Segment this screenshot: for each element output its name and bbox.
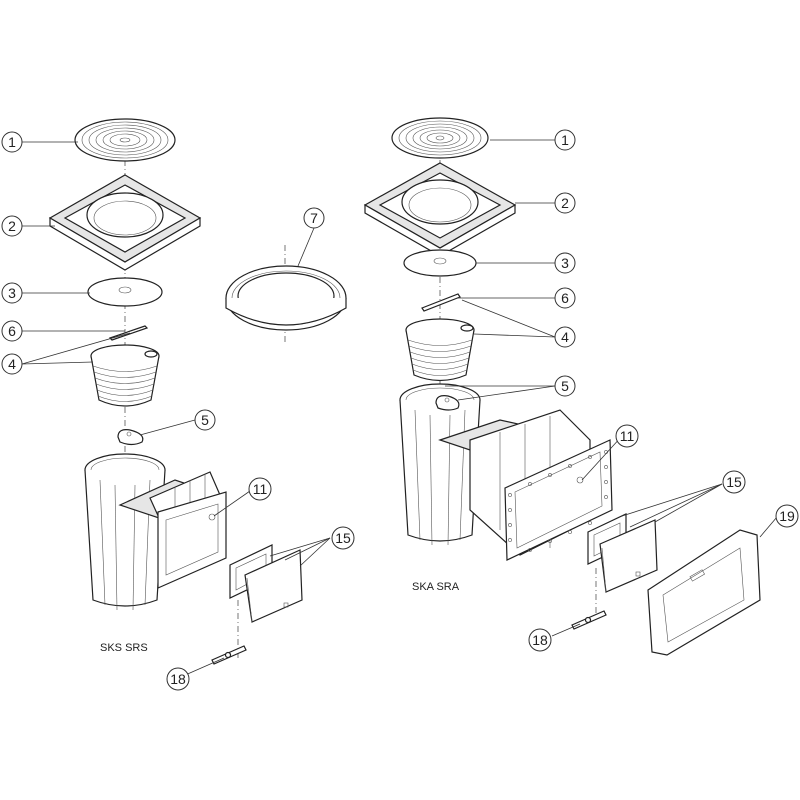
callout-right-15: 15 (722, 470, 746, 494)
right-skimmer-body (399, 383, 613, 561)
right-flange-holes (508, 450, 608, 552)
callout-left-15: 15 (331, 526, 355, 550)
svg-text:2: 2 (561, 195, 569, 211)
svg-text:3: 3 (8, 285, 16, 301)
svg-text:15: 15 (726, 474, 742, 490)
callout-right-3: 3 (554, 252, 576, 274)
right-part-2-frame (363, 162, 517, 257)
callout-left-1: 1 (1, 131, 23, 153)
left-part-15-plates (229, 544, 303, 623)
callout-left-6: 6 (1, 320, 23, 342)
left-part-1-lid (74, 118, 176, 162)
callouts: 1 2 3 6 4 5 11 15 18 7 1 2 3 6 4 5 11 15… (1, 129, 799, 691)
svg-text:4: 4 (561, 329, 569, 345)
callout-right-1: 1 (554, 129, 576, 151)
right-model-label: SKA SRA (412, 581, 460, 593)
right-part-15-plates (587, 513, 658, 593)
callout-right-2: 2 (554, 192, 576, 214)
callout-left-18: 18 (166, 667, 190, 691)
callout-left-3: 3 (1, 282, 23, 304)
svg-text:19: 19 (779, 508, 795, 524)
left-skimmer-body (84, 453, 227, 611)
svg-text:18: 18 (532, 632, 548, 648)
right-part-6-rod (421, 293, 461, 312)
svg-text:2: 2 (8, 218, 16, 234)
svg-text:7: 7 (310, 210, 318, 226)
callout-left-5: 5 (194, 409, 216, 431)
left-part-2-frame (48, 174, 202, 271)
svg-text:1: 1 (8, 134, 16, 150)
callout-center-7: 7 (303, 207, 325, 229)
svg-text:1: 1 (561, 132, 569, 148)
svg-text:5: 5 (561, 378, 569, 394)
callout-right-4: 4 (554, 326, 576, 348)
svg-text:11: 11 (253, 481, 268, 497)
right-part-4-basket (405, 318, 475, 382)
left-assembly (48, 118, 303, 665)
left-part-6-rod (108, 325, 149, 341)
callout-right-5: 5 (554, 375, 576, 397)
left-part-3-disc (87, 277, 163, 307)
left-part-4-basket (90, 344, 160, 407)
callout-right-11: 11 (615, 424, 639, 448)
callout-right-19: 19 (775, 504, 799, 528)
callout-left-2: 2 (1, 215, 23, 237)
svg-text:6: 6 (8, 323, 16, 339)
left-part-5-flap (117, 429, 144, 446)
leader-lines (21, 139, 778, 677)
right-part-18-pin (571, 610, 607, 630)
svg-text:15: 15 (335, 530, 351, 546)
callout-right-6: 6 (554, 287, 576, 309)
center-part-7-ring (225, 245, 347, 345)
callout-right-18: 18 (528, 628, 552, 652)
svg-text:4: 4 (8, 356, 16, 372)
right-part-3-disc (403, 249, 477, 277)
svg-text:18: 18 (170, 671, 186, 687)
right-assembly (363, 117, 761, 656)
callout-left-11: 11 (248, 477, 272, 501)
svg-text:6: 6 (561, 290, 569, 306)
callout-left-4: 4 (1, 353, 23, 375)
left-model-label: SKS SRS (100, 642, 148, 654)
svg-text:5: 5 (201, 412, 209, 428)
svg-text:11: 11 (620, 428, 635, 444)
right-part-19-cover-frame (647, 529, 761, 656)
right-part-5-flap (435, 395, 460, 411)
svg-text:3: 3 (561, 255, 569, 271)
right-part-1-lid (391, 117, 489, 159)
